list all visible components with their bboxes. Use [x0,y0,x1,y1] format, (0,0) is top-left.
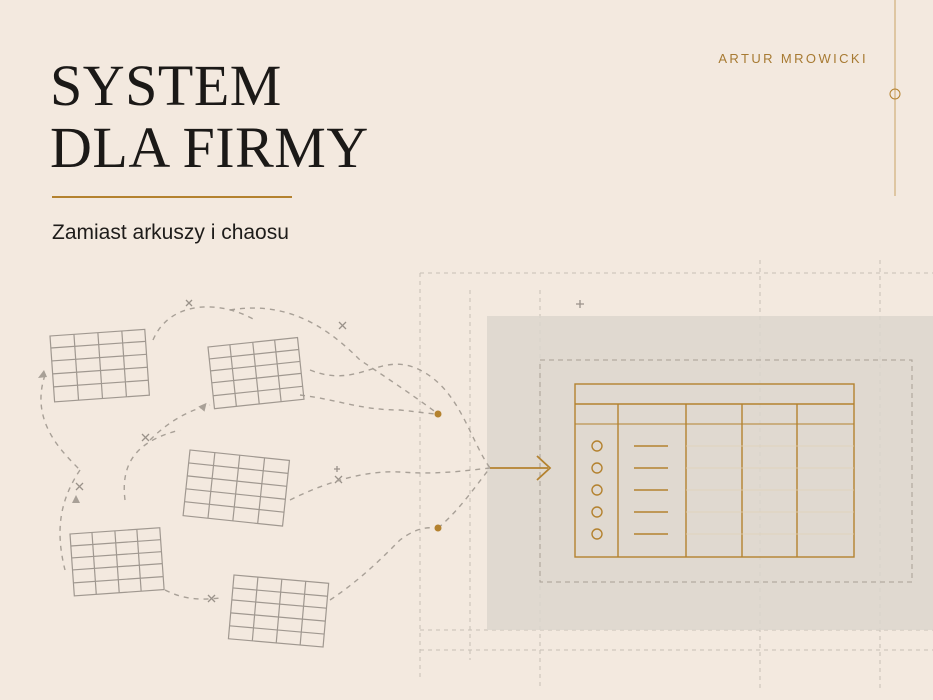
scattered-spreadsheet-icon [207,336,305,410]
title-line-2: DLA FIRMY [50,115,369,180]
arrow-right-icon [490,455,552,481]
table-row-lines [686,445,854,535]
title-underline [52,196,292,198]
organized-table-icon [574,383,855,558]
scattered-spreadsheet-icon [49,328,151,403]
flow-node-top [434,410,442,418]
page-title: SYSTEM DLA FIRMY [50,55,369,179]
dashed-flow-lines [40,306,491,601]
decor-circle-icon [889,88,901,100]
cross-mark-icon [75,299,584,603]
subtitle: Zamiast arkuszy i chaosu [52,221,289,244]
scattered-spreadsheet-icon [227,574,330,648]
gray-panel [487,316,933,630]
flow-node-bottom [434,524,442,532]
author-name: ARTUR MROWICKI [718,51,868,66]
arrow-heads [38,370,207,503]
scattered-spreadsheet-icon [69,527,165,597]
title-line-1: SYSTEM [50,53,282,118]
scattered-spreadsheet-icon [182,449,291,527]
